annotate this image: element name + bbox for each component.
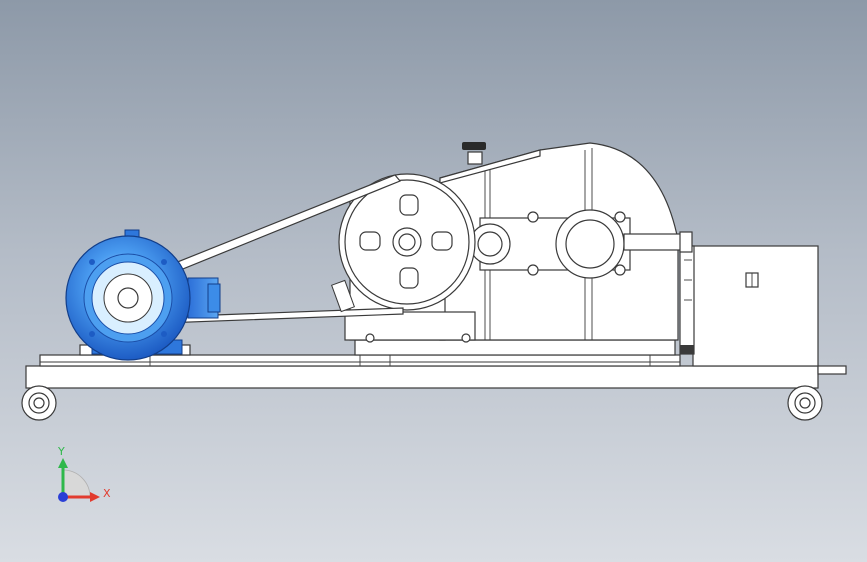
wheel-left (21, 385, 57, 421)
electric-motor (65, 229, 191, 361)
x-axis-arrowhead (90, 492, 100, 502)
y-axis-arrowhead (58, 458, 68, 468)
x-axis-label: X (103, 487, 111, 500)
base-frame (25, 339, 847, 389)
coordinate-triad: Y X (57, 445, 111, 502)
y-axis-label: Y (57, 445, 65, 458)
z-axis-dot (58, 492, 68, 502)
pump-cabinet (679, 245, 819, 367)
driven-pulley (338, 173, 476, 311)
wheel-right (787, 385, 823, 421)
crank-assembly (469, 209, 693, 279)
